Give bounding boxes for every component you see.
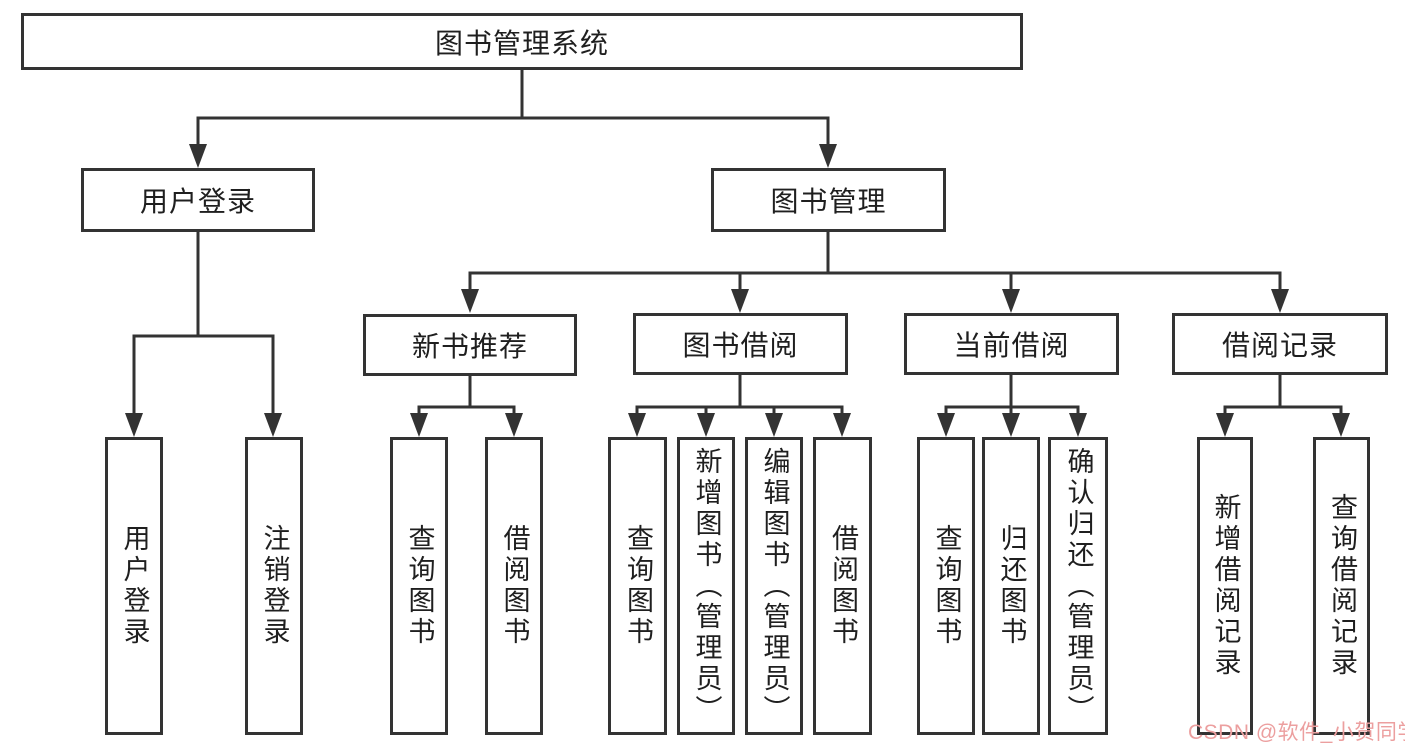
connector-currentborrow-to-leaves — [944, 373, 1080, 421]
leaf-query-book-current: 查询图书 — [917, 437, 975, 735]
arrowhead-icon — [833, 413, 851, 437]
node-new-book-recommend: 新书推荐 — [363, 314, 577, 376]
leaf-logout-login: 注销登录 — [245, 437, 303, 735]
connector-bookmgmt-to-level3 — [468, 230, 1282, 295]
arrowhead-icon — [819, 144, 837, 168]
leaf-query-book-recommend: 查询图书 — [390, 437, 448, 735]
arrowhead-icon — [505, 413, 523, 437]
arrowhead-icon — [765, 413, 783, 437]
node-root: 图书管理系统 — [21, 13, 1023, 70]
leaf-query-borrow-record: 查询借阅记录 — [1313, 437, 1370, 735]
arrowhead-icon — [731, 289, 749, 313]
arrowhead-icon — [1069, 413, 1087, 437]
leaf-add-book-admin: 新增图书（管理员） — [677, 437, 735, 735]
arrowhead-icon — [628, 413, 646, 437]
arrowhead-icon — [1271, 289, 1289, 313]
arrowhead-icon — [410, 413, 428, 437]
leaf-return-book: 归还图书 — [982, 437, 1040, 735]
node-book-borrow: 图书借阅 — [633, 313, 848, 375]
arrowhead-icon — [189, 144, 207, 168]
arrowhead-icon — [1002, 413, 1020, 437]
node-borrow-record: 借阅记录 — [1172, 313, 1388, 375]
leaf-borrow-book-recommend: 借阅图书 — [485, 437, 543, 735]
watermark: CSDN @软件_小贺同学 — [1188, 721, 1405, 744]
leaf-query-book-borrow: 查询图书 — [608, 437, 667, 735]
arrowhead-icon — [697, 413, 715, 437]
node-user-login: 用户登录 — [81, 168, 315, 232]
leaf-add-borrow-record: 新增借阅记录 — [1197, 437, 1253, 735]
arrowhead-icon — [264, 413, 282, 437]
arrowhead-icon — [461, 289, 479, 313]
node-book-management: 图书管理 — [711, 168, 946, 232]
arrowhead-icon — [1002, 289, 1020, 313]
connector-userlogin-to-leaves — [132, 230, 275, 419]
node-current-borrow: 当前借阅 — [904, 313, 1119, 375]
leaf-borrow-book: 借阅图书 — [813, 437, 872, 735]
arrowhead-icon — [1216, 413, 1234, 437]
leaf-edit-book-admin: 编辑图书（管理员） — [745, 437, 803, 735]
connector-newbook-to-leaves — [417, 374, 516, 421]
leaf-confirm-return-admin: 确认归还（管理员） — [1048, 437, 1108, 735]
arrowhead-icon — [125, 413, 143, 437]
connector-root-to-level2 — [196, 68, 830, 150]
arrowhead-icon — [937, 413, 955, 437]
leaf-user-login: 用户登录 — [105, 437, 163, 735]
connector-borrowrecord-to-leaves — [1223, 372, 1343, 421]
arrowhead-icon — [1332, 413, 1350, 437]
connector-bookborrow-to-leaves — [635, 373, 844, 421]
